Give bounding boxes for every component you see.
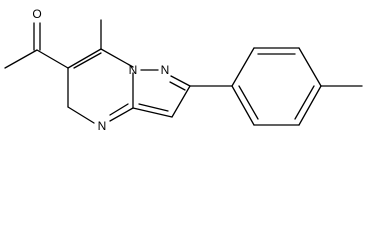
atom-label-pyrazole-n2: N	[161, 63, 170, 77]
bond-ar6	[231, 85, 255, 126]
bond-n1-c2	[170, 75, 191, 87]
pyrazole-ring	[132, 69, 191, 118]
bond-ar4	[298, 85, 322, 126]
bond-n1-c2-inner	[169, 81, 186, 91]
bond-ar3	[298, 47, 322, 87]
bond-c3a-n4-inner	[109, 103, 129, 116]
atom-label-pyrimidine-n: N	[98, 119, 107, 133]
acetyl-group	[4, 22, 69, 69]
bond-c6-c7-inner	[73, 52, 102, 69]
atom-label-ketone-oxygen: O	[32, 7, 41, 21]
atom-label-pyrazole-n1: N	[129, 63, 138, 77]
bond-c7-n8	[100, 48, 134, 68]
bond-c3-c3a	[132, 107, 173, 118]
bond-c2-c3	[171, 85, 191, 118]
bond-carbonyl-ring	[36, 49, 69, 69]
molecule-structure: O N N N	[4, 7, 363, 133]
bond-ar4-inner	[294, 85, 315, 120]
bond-ar1	[231, 47, 255, 87]
bond-ar6-inner	[238, 85, 259, 120]
bond-c3-c3a-inner	[138, 103, 169, 112]
bond-c3a-n4	[109, 107, 134, 122]
bond-methyl-carbonyl	[4, 49, 38, 69]
bond-c6-c7	[67, 48, 102, 69]
tolyl-ring	[231, 47, 363, 126]
bond-n4-c5	[67, 106, 95, 124]
pyrimidine-ring	[67, 19, 134, 124]
